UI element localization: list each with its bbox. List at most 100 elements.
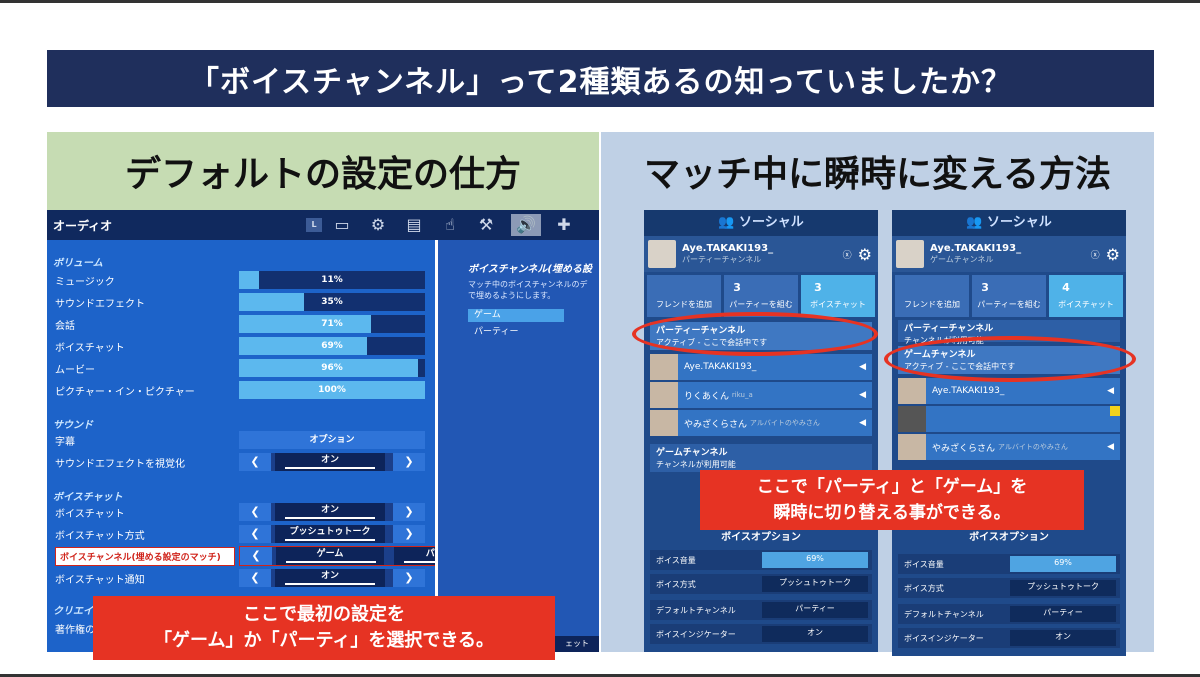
setting-voice-method[interactable]: ボイス方式プッシュトゥトーク [650, 574, 872, 594]
subtitles-row[interactable]: 字幕オプション [47, 430, 432, 450]
volume-slider[interactable]: 71% [239, 315, 425, 333]
user-card[interactable]: Aye.TAKAKI193_ パーティーチャンネル ⓧ ⚙ [644, 236, 878, 272]
social-title: ソーシャル [986, 215, 1052, 230]
speaker-icon[interactable]: 🔊 [511, 214, 541, 236]
chevron-right-icon[interactable]: ❯ [393, 453, 425, 471]
description-text: マッチ中のボイスチャンネルのデ で埋めるようにします。 [468, 280, 588, 300]
game-option[interactable]: ゲーム [276, 547, 384, 565]
close-icon[interactable]: ⓧ [842, 250, 852, 261]
avatar [898, 406, 926, 432]
row-label: サウンドエフェクト [55, 298, 145, 310]
option-game[interactable]: ゲーム [468, 309, 564, 322]
volume-slider[interactable]: 11% [239, 271, 425, 289]
setting-default-channel[interactable]: デフォルトチャンネルパーティー [650, 600, 872, 620]
voice-options-title: ボイスオプション [969, 532, 1049, 543]
chevron-right-icon[interactable]: ❯ [393, 569, 425, 587]
highlight-ellipse-game [884, 336, 1136, 382]
avatar [648, 240, 676, 268]
voicechat-selector[interactable]: ❮オン❯ [239, 503, 425, 521]
gamepad-icon[interactable]: ✚ [557, 215, 571, 234]
volume-slider[interactable]: 96% [239, 359, 425, 377]
list-item[interactable]: やみざくらさん アルバイトのやみさん◀ [650, 410, 872, 436]
visualize-sfx-row[interactable]: サウンドエフェクトを視覚化 ❮オン❯ [47, 452, 432, 472]
row-label: サウンドエフェクトを視覚化 [55, 458, 185, 470]
social-header: 👥 ソーシャル [644, 210, 878, 236]
touch-icon[interactable]: ☝ [445, 215, 455, 234]
voice-method-row[interactable]: ボイスチャット方式 ❮プッシュトゥトーク❯ [47, 524, 432, 544]
visualize-selector[interactable]: ❮オン❯ [239, 453, 425, 471]
list-item[interactable]: やみざくらさん アルバイトのやみさん◀ [898, 434, 1120, 460]
social-title: ソーシャル [738, 215, 804, 230]
list-item[interactable] [898, 406, 1120, 432]
chevron-left-icon[interactable]: ❮ [239, 525, 271, 543]
notify-row[interactable]: ボイスチャット通知 ❮オン❯ [47, 568, 432, 588]
voice-method-selector[interactable]: ❮プッシュトゥトーク❯ [239, 525, 425, 543]
speaker-icon: ◀ [859, 362, 866, 372]
gear-icon[interactable]: ⚙ [370, 215, 386, 234]
reset-button[interactable]: ェット [555, 636, 599, 652]
gear-icon[interactable]: ⚙ [1105, 244, 1120, 264]
avatar [650, 410, 678, 436]
list-item[interactable]: Aye.TAKAKI193_◀ [898, 378, 1120, 404]
avatar [650, 354, 678, 380]
right-callout-line2: 瞬時に切り替える事ができる。 [773, 503, 1011, 523]
chevron-left-icon[interactable]: ❮ [240, 547, 272, 565]
chevron-left-icon[interactable]: ❮ [239, 503, 271, 521]
social-header: 👥 ソーシャル [892, 210, 1126, 236]
row-label: ボイスチャット方式 [55, 530, 145, 542]
top-border [0, 0, 1200, 3]
add-friend-button[interactable]: フレンドを追加 [647, 275, 721, 317]
chevron-right-icon[interactable]: ❯ [393, 525, 425, 543]
volume-slider[interactable]: 35% [239, 293, 425, 311]
monitor-icon[interactable]: ▭ [334, 215, 350, 234]
setting-default-channel[interactable]: デフォルトチャンネルパーティー [898, 604, 1120, 624]
speaker-icon: ◀ [1107, 442, 1114, 452]
chevron-left-icon[interactable]: ❮ [239, 453, 271, 471]
volume-row-sfx[interactable]: サウンドエフェクト 35% [47, 292, 432, 312]
list-item[interactable]: Aye.TAKAKI193_◀ [650, 354, 872, 380]
setting-voice-indicator[interactable]: ボイスインジケーターオン [898, 628, 1120, 648]
user-card[interactable]: Aye.TAKAKI193_ ゲームチャンネル ⓧ ⚙ [892, 236, 1126, 272]
chevron-right-icon[interactable]: ❯ [393, 503, 425, 521]
left-callout-line2: 「ゲーム」か「パーティ」を選択できる。 [153, 630, 495, 651]
close-icon[interactable]: ⓧ [1090, 250, 1100, 261]
avatar [898, 378, 926, 404]
voice-channel-label: ボイスチャンネル(埋める設定のマッチ) [55, 546, 235, 566]
user-name: Aye.TAKAKI193_ [682, 243, 774, 254]
gear-icon[interactable]: ⚙ [857, 244, 872, 264]
section-creative: クリエイタ [53, 606, 103, 617]
volume-row-music[interactable]: ミュージック 11% [47, 270, 432, 290]
setting-voice-indicator[interactable]: ボイスインジケーターオン [650, 624, 872, 644]
speaker-icon: ◀ [859, 390, 866, 400]
voicechat-row[interactable]: ボイスチャット ❮オン❯ [47, 502, 432, 522]
volume-slider[interactable]: 69% [239, 337, 425, 355]
row-label: ミュージック [55, 276, 115, 288]
description-panel: ボイスチャンネル(埋める設 マッチ中のボイスチャンネルのデ で埋めるようにします… [435, 240, 599, 652]
party-count: 3 [981, 281, 989, 294]
list-item[interactable]: りくあくん riku_a◀ [650, 382, 872, 408]
subtitles-option-button[interactable]: オプション [239, 431, 425, 449]
copyright-row[interactable]: 著作権の [47, 618, 432, 638]
notify-selector[interactable]: ❮オン❯ [239, 569, 425, 587]
window-icon[interactable]: ▤ [406, 215, 422, 234]
game-channel-available[interactable]: ゲームチャンネル チャンネルが利用可能 [650, 444, 872, 472]
setting-voice-method[interactable]: ボイス方式プッシュトゥトーク [898, 578, 1120, 598]
party-count: 3 [733, 281, 741, 294]
tab-title-audio: オーディオ [53, 218, 113, 233]
add-friend-button[interactable]: フレンドを追加 [895, 275, 969, 317]
option-party[interactable]: パーティー [474, 327, 519, 337]
settings-tab-bar: オーディオ L ▭ ⚙ ▤ ☝ ⚒ 🔊 ✚ [47, 210, 599, 240]
volume-slider[interactable]: 100% [239, 381, 425, 399]
chevron-left-icon[interactable]: ❮ [239, 569, 271, 587]
controller-settings-icon[interactable]: ⚒ [478, 215, 494, 234]
